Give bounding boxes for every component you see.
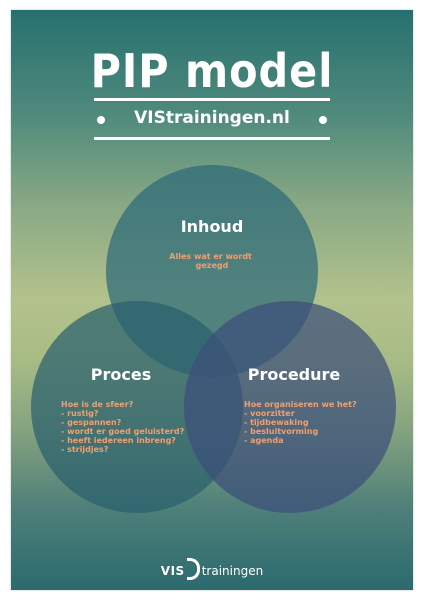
proces-line: Hoe is de sfeer? (61, 400, 134, 409)
venn-diagram: Inhoud Alles wat er wordt gezegd Proces … (31, 165, 396, 513)
inhoud-line: gezegd (196, 261, 229, 270)
bullet-dot-left (97, 116, 105, 124)
proces-line: - gespannen? (61, 418, 122, 427)
bullet-dot-right (319, 116, 327, 124)
circle-procedure (184, 301, 396, 513)
vis-trainingen-logo: VIS trainingen (11, 558, 413, 580)
inhoud-line: Alles wat er wordt (169, 252, 252, 261)
procedure-line: - besluitvorming (244, 427, 318, 436)
proces-line: - wordt er goed geluisterd? (61, 427, 185, 436)
proces-line: - heeft iedereen inbreng? (61, 436, 176, 445)
page-title: PIP model (90, 44, 334, 98)
divider-bottom (94, 137, 330, 140)
circle-proces (31, 301, 243, 513)
procedure-line: - agenda (244, 436, 283, 445)
procedure-line: - voorzitter (244, 409, 295, 418)
proces-description: Hoe is de sfeer? - rustig? - gespannen? … (61, 400, 187, 454)
poster: PIP model VIStrainingen.nl Inhoud Alles … (11, 10, 413, 590)
procedure-line: Hoe organiseren we het? (244, 400, 357, 409)
proces-line: - strijdjes? (61, 445, 109, 454)
logo-arc-icon (186, 558, 200, 580)
logo-mark: VIS (160, 564, 185, 578)
logo-text: trainingen (201, 564, 264, 578)
proces-line: - rustig? (61, 409, 99, 418)
proces-label: Proces (91, 365, 151, 384)
procedure-line: - tijdbewaking (244, 418, 309, 427)
procedure-description: Hoe organiseren we het? - voorzitter - t… (244, 400, 359, 445)
inhoud-label: Inhoud (181, 217, 244, 236)
divider-top (94, 98, 330, 101)
inhoud-description: Alles wat er wordt gezegd (169, 252, 254, 270)
procedure-label: Procedure (248, 365, 341, 384)
website-subtitle: VIStrainingen.nl (134, 108, 290, 128)
